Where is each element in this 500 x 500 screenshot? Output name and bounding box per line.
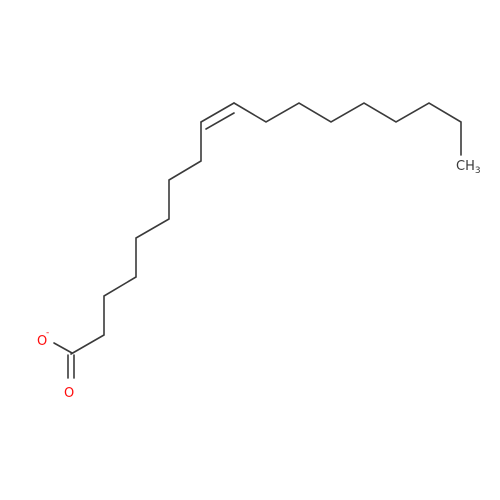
cis-double-bond-inner [205,112,235,130]
c1-o-single-bond [53,342,73,354]
cis-double-bond-outer [200,102,235,123]
chain-c1-to-c9 [70,121,202,355]
carbonyl-oxygen-label: O [64,386,74,401]
negative-charge-label: - [46,328,49,338]
methyl-group-label: CH3 [456,159,481,176]
anion-oxygen-label: O [37,334,47,349]
chain-c10-to-c18 [233,102,462,156]
methyl-ch-label: CH [456,159,475,174]
methyl-subscript-label: 3 [475,166,481,176]
